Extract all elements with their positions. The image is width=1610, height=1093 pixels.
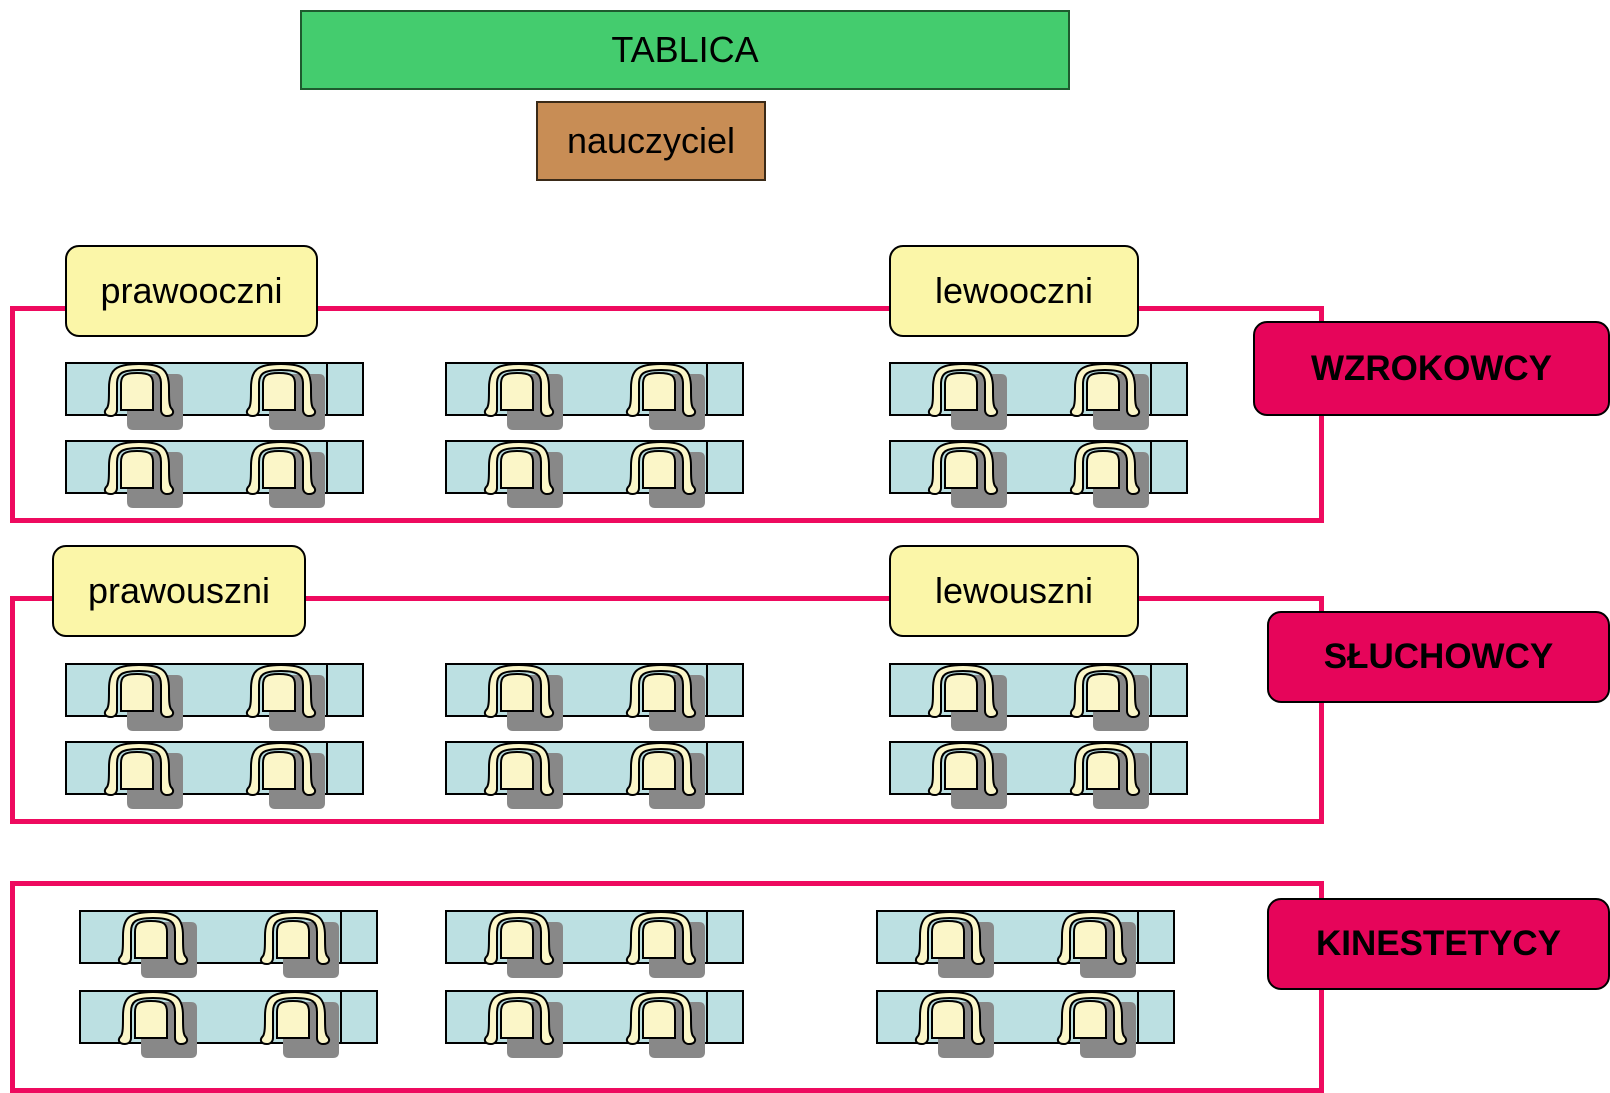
desk-with-two-chairs-icon — [889, 362, 1188, 430]
desk-with-two-chairs-icon — [445, 440, 744, 508]
desk-with-two-chairs-icon — [445, 362, 744, 430]
student-desk — [889, 663, 1188, 731]
left-eared-tag: lewouszni — [889, 545, 1139, 637]
desk-with-two-chairs-icon — [889, 741, 1188, 809]
left-eyed-tag: lewooczni — [889, 245, 1139, 337]
kinesthetic-learners-label: KINESTETYCY — [1267, 898, 1610, 990]
student-desk — [445, 910, 744, 978]
student-desk — [445, 990, 744, 1058]
right-eyed-tag: prawooczni — [65, 245, 318, 337]
desk-with-two-chairs-icon — [445, 990, 744, 1058]
student-desk — [876, 990, 1175, 1058]
student-desk — [445, 741, 744, 809]
desk-with-two-chairs-icon — [65, 362, 364, 430]
student-desk — [889, 440, 1188, 508]
student-desk — [65, 741, 364, 809]
student-desk — [445, 362, 744, 430]
student-desk — [889, 362, 1188, 430]
student-desk — [65, 663, 364, 731]
desk-with-two-chairs-icon — [79, 990, 378, 1058]
desk-with-two-chairs-icon — [65, 741, 364, 809]
desk-with-two-chairs-icon — [445, 741, 744, 809]
student-desk — [79, 990, 378, 1058]
desk-with-two-chairs-icon — [445, 663, 744, 731]
desk-with-two-chairs-icon — [889, 663, 1188, 731]
student-desk — [889, 741, 1188, 809]
desk-with-two-chairs-icon — [889, 440, 1188, 508]
desk-with-two-chairs-icon — [445, 910, 744, 978]
student-desk — [876, 910, 1175, 978]
desk-with-two-chairs-icon — [876, 910, 1175, 978]
desk-with-two-chairs-icon — [876, 990, 1175, 1058]
student-desk — [445, 663, 744, 731]
desk-with-two-chairs-icon — [79, 910, 378, 978]
visual-learners-label: WZROKOWCY — [1253, 321, 1610, 416]
auditory-learners-label: SŁUCHOWCY — [1267, 611, 1610, 703]
student-desk — [65, 362, 364, 430]
student-desk — [65, 440, 364, 508]
student-desk — [79, 910, 378, 978]
desk-with-two-chairs-icon — [65, 440, 364, 508]
desk-with-two-chairs-icon — [65, 663, 364, 731]
teacher-desk: nauczyciel — [536, 101, 766, 181]
student-desk — [445, 440, 744, 508]
right-eared-tag: prawouszni — [52, 545, 306, 637]
blackboard: TABLICA — [300, 10, 1070, 90]
auditory-learners-frame — [10, 596, 1324, 824]
